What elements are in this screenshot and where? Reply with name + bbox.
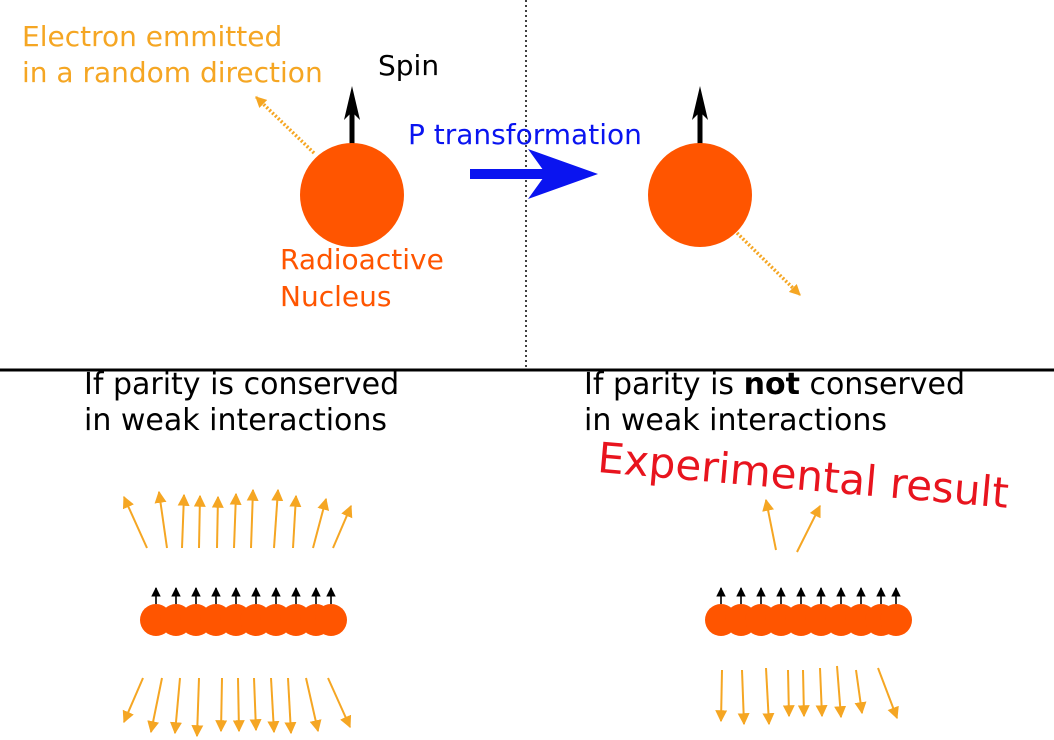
- transformed-nucleus-group: [648, 86, 802, 297]
- spin-arrow-head-reflected: [692, 86, 708, 120]
- electron-arrow-dotted-reflected: [735, 231, 802, 297]
- electron-label-line1: Electron emmitted: [22, 20, 283, 53]
- not-conserved-heading-line1: If parity is not conserved: [584, 367, 965, 403]
- conserved-electrons-down: [122, 677, 352, 738]
- not-conserved-spin-arrows: [716, 587, 901, 604]
- not-conserved-electrons-down: [715, 665, 899, 726]
- nucleus-circle-reflected: [648, 143, 752, 247]
- spin-label: Spin: [378, 49, 440, 82]
- not-conserved-heading-pre: If parity is: [584, 367, 744, 402]
- not-conserved-electrons-up: [762, 498, 821, 553]
- nucleus-label-line2: Nucleus: [280, 280, 392, 313]
- conserved-electrons-up: [122, 488, 353, 549]
- electron-label-line2: in a random direction: [22, 56, 323, 89]
- spin-arrow-head: [344, 86, 360, 120]
- not-conserved-nuclei-row: [705, 604, 912, 636]
- not-conserved-heading-line2: in weak interactions: [584, 403, 888, 438]
- conserved-heading-line2: in weak interactions: [84, 403, 388, 438]
- nucleus-label-line1: Radioactive: [280, 243, 444, 276]
- not-conserved-heading-post: conserved: [799, 367, 965, 402]
- p-transformation-arrow: [470, 149, 598, 199]
- original-nucleus-group: [254, 86, 404, 247]
- conserved-spin-arrows: [151, 587, 336, 604]
- conserved-nuclei-row: [140, 604, 347, 636]
- conserved-heading-line1: If parity is conserved: [84, 367, 400, 402]
- electron-arrow-dotted: [254, 95, 316, 155]
- not-conserved-heading-bold: not: [743, 367, 800, 402]
- p-transformation-label: P transformation: [408, 118, 642, 151]
- nucleus-circle: [300, 143, 404, 247]
